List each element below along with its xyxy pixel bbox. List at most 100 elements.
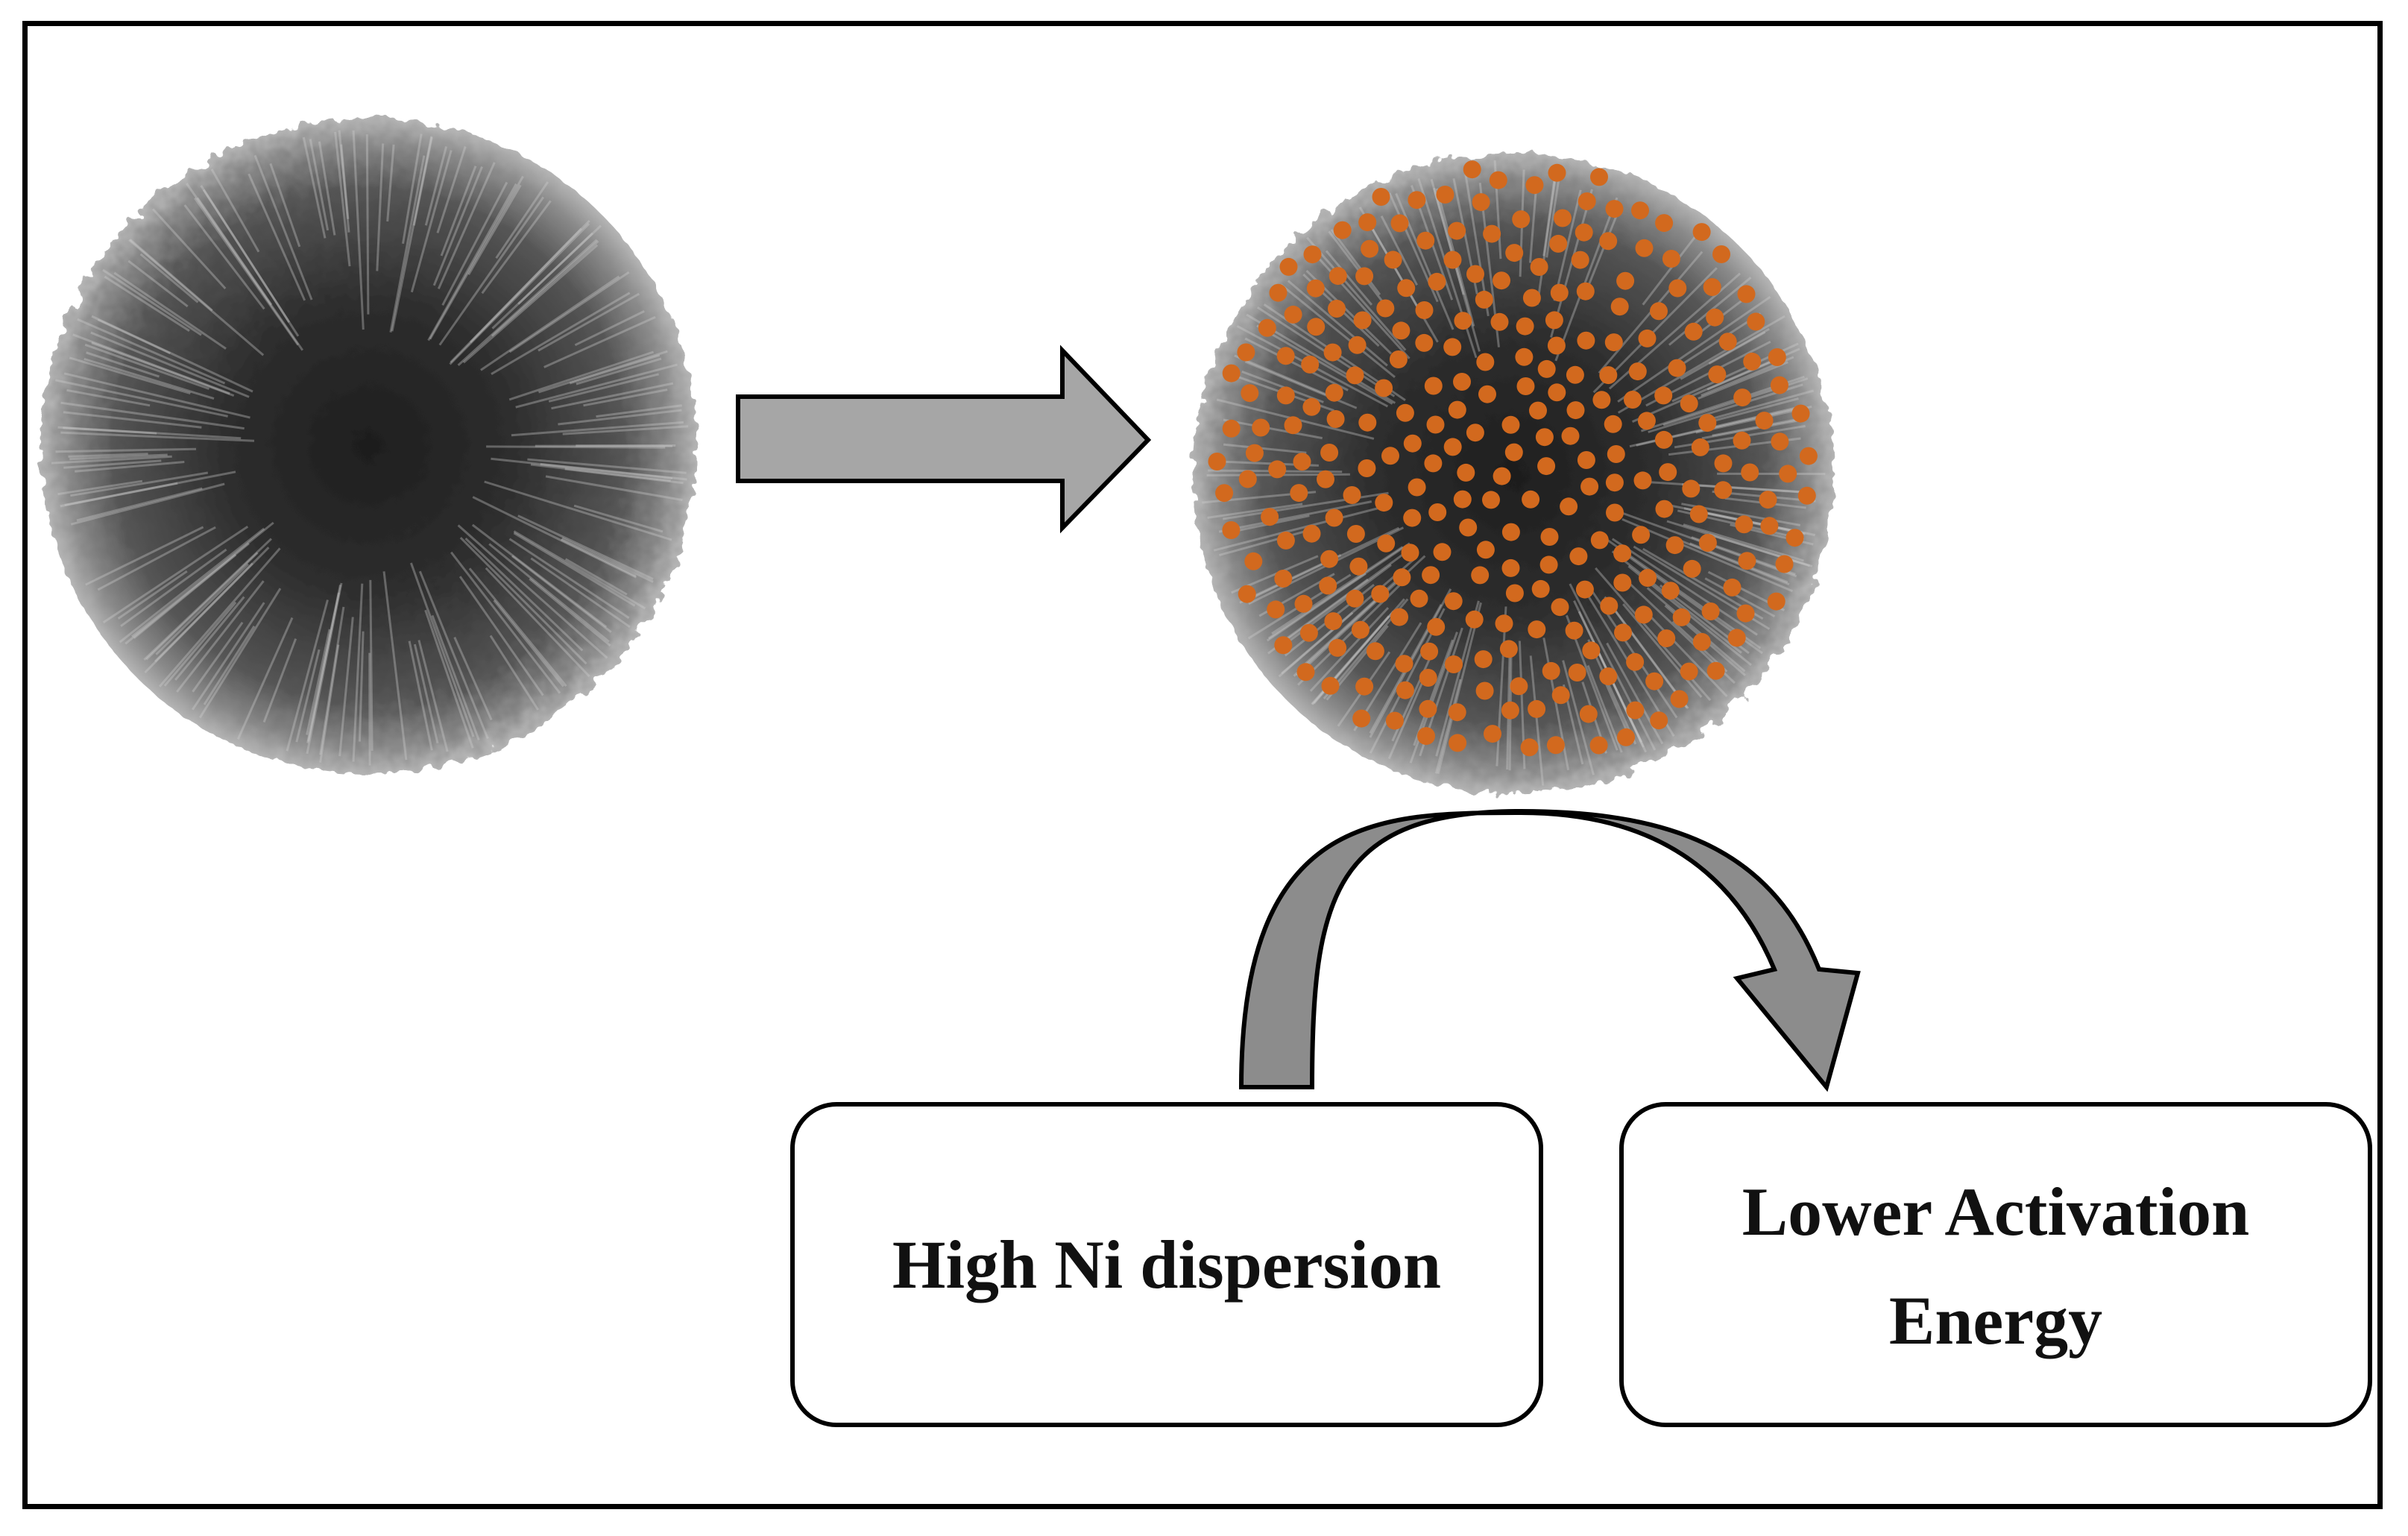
ni-particle bbox=[1323, 343, 1342, 362]
ni-particle bbox=[1268, 460, 1287, 479]
ni-particle bbox=[1355, 677, 1374, 696]
ni-particle bbox=[1384, 251, 1402, 269]
ni-particle bbox=[1560, 497, 1578, 516]
ni-particle bbox=[1571, 251, 1589, 269]
ni-particle bbox=[1520, 738, 1539, 757]
ni-particle bbox=[1269, 283, 1287, 302]
ni-particle bbox=[1353, 311, 1372, 330]
ni-particle bbox=[1528, 620, 1546, 639]
ni-particle bbox=[1443, 251, 1462, 269]
ni-particle bbox=[1684, 322, 1703, 341]
ni-particle bbox=[1655, 214, 1674, 233]
ni-particle bbox=[1735, 515, 1753, 534]
ni-particle bbox=[1548, 383, 1566, 402]
ni-particle bbox=[1489, 171, 1507, 189]
ni-particle bbox=[1736, 604, 1755, 623]
ni-particle bbox=[1737, 285, 1756, 303]
ni-particle bbox=[1670, 690, 1689, 708]
ni-particle bbox=[1415, 333, 1434, 352]
ni-particle bbox=[1346, 366, 1364, 385]
ni-particle bbox=[1351, 620, 1370, 639]
ni-particle bbox=[1319, 576, 1337, 595]
ni-particle bbox=[1706, 661, 1725, 680]
ni-particle bbox=[1768, 348, 1786, 366]
ni-particle bbox=[1222, 364, 1241, 383]
ni-particle bbox=[1393, 568, 1411, 587]
ni-particle bbox=[1267, 600, 1285, 619]
ni-particle bbox=[1548, 163, 1566, 182]
ni-particle bbox=[1424, 454, 1443, 473]
ni-particle bbox=[1577, 331, 1595, 350]
ni-particle bbox=[1476, 541, 1495, 559]
ni-particle bbox=[1245, 444, 1264, 462]
ni-particle bbox=[1510, 677, 1528, 696]
ni-particle bbox=[1604, 415, 1622, 433]
ni-particle bbox=[1580, 477, 1599, 496]
ni-particle bbox=[1424, 377, 1443, 395]
ni-particle bbox=[1733, 388, 1752, 407]
ni-particle bbox=[1760, 517, 1779, 535]
ni-particle bbox=[1346, 525, 1365, 543]
ni-particle bbox=[1433, 543, 1452, 561]
ni-particle bbox=[1321, 676, 1340, 695]
ni-particle bbox=[1714, 454, 1733, 473]
ni-particle bbox=[1680, 394, 1698, 413]
ni-particle bbox=[1741, 463, 1759, 482]
ni-particle bbox=[1466, 424, 1484, 442]
ni-particle bbox=[1733, 431, 1751, 450]
ni-particle bbox=[1691, 438, 1709, 456]
ni-particle bbox=[1296, 663, 1315, 682]
ni-particle bbox=[1797, 486, 1816, 505]
ni-particle bbox=[1505, 244, 1524, 262]
ni-particle bbox=[1547, 336, 1566, 355]
ni-particle bbox=[1708, 365, 1727, 384]
ni-particle bbox=[1668, 359, 1686, 377]
ni-particle bbox=[1366, 642, 1384, 661]
ni-particle bbox=[1516, 377, 1535, 395]
ni-particle bbox=[1568, 664, 1586, 682]
ni-particle bbox=[1779, 465, 1797, 483]
ni-particle bbox=[1396, 403, 1414, 422]
ni-particle bbox=[1654, 386, 1673, 405]
ni-particle bbox=[1371, 585, 1390, 603]
ni-particle bbox=[1290, 484, 1308, 503]
ni-particle bbox=[1457, 463, 1475, 482]
ni-particle bbox=[1222, 521, 1241, 539]
ni-particle bbox=[1329, 638, 1347, 657]
ni-particle bbox=[1610, 298, 1629, 316]
ni-particle bbox=[1448, 703, 1466, 722]
ni-particle bbox=[1613, 544, 1632, 563]
ni-particle bbox=[1718, 333, 1737, 351]
ni-particle bbox=[1504, 443, 1523, 462]
ni-particle bbox=[1635, 239, 1654, 257]
ni-particle bbox=[1401, 544, 1419, 562]
ni-particle bbox=[1361, 239, 1379, 258]
ni-particle bbox=[1791, 404, 1810, 423]
ni-particle bbox=[1325, 509, 1343, 527]
ni-particle bbox=[1445, 655, 1463, 673]
ni-particle bbox=[1659, 463, 1677, 482]
ni-particle bbox=[1743, 352, 1762, 371]
ni-particle bbox=[1565, 621, 1583, 640]
ni-particle bbox=[1605, 200, 1624, 218]
ni-particle bbox=[1276, 386, 1295, 405]
ni-particle bbox=[1372, 188, 1390, 206]
ni-particle bbox=[1261, 508, 1279, 526]
ni-particle bbox=[1329, 267, 1347, 286]
energy-label: Energy bbox=[1888, 1282, 2103, 1359]
ni-particle bbox=[1493, 271, 1510, 290]
ni-particle bbox=[1516, 317, 1534, 336]
ni-particle bbox=[1668, 279, 1687, 298]
ni-particle bbox=[1633, 471, 1652, 490]
lower-activation-energy-box: Lower Activation Energy bbox=[1619, 1102, 2372, 1427]
ni-particle bbox=[1626, 652, 1645, 671]
ni-particle bbox=[1427, 617, 1446, 636]
ni-particle bbox=[1328, 300, 1346, 318]
ni-particle bbox=[1775, 555, 1794, 573]
ni-particle bbox=[1542, 661, 1560, 680]
ni-particle bbox=[1415, 301, 1434, 319]
ni-particle bbox=[1417, 727, 1435, 746]
ni-particle bbox=[1238, 585, 1256, 603]
ni-particle bbox=[1654, 430, 1673, 449]
